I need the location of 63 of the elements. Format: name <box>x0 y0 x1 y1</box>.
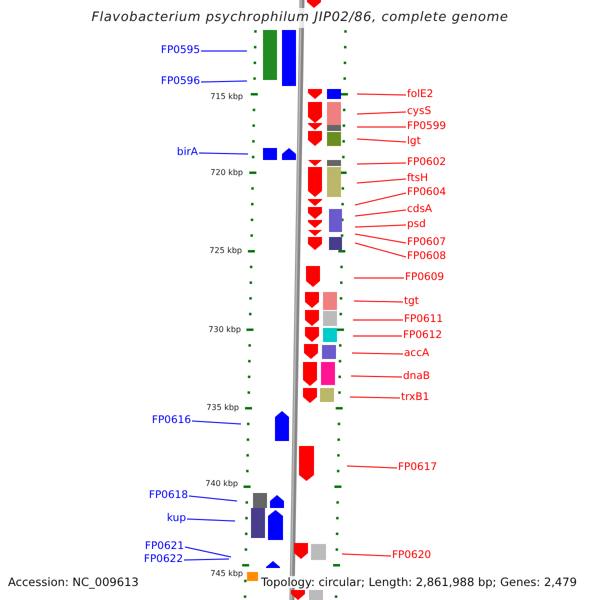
gene-label: birA <box>176 146 198 158</box>
leader-line <box>356 94 406 96</box>
leader-line <box>346 466 398 468</box>
scale-label: 720 kbp <box>210 168 243 177</box>
leader-line <box>342 554 392 556</box>
gene-label: FP0622 <box>144 553 183 565</box>
leader-line <box>200 80 248 82</box>
gene-label: FP0618 <box>148 489 188 501</box>
leader-line <box>186 518 236 522</box>
leader-line <box>350 396 400 398</box>
leader-line <box>188 496 238 502</box>
gene-label: FP0609 <box>405 271 444 283</box>
gene-label: FP0596 <box>160 75 200 87</box>
scale-label: 740 kbp <box>205 479 238 488</box>
leader-line <box>354 242 406 258</box>
scale-label: 715 kbp <box>210 92 243 101</box>
gene-label: FP0616 <box>152 414 191 426</box>
leader-line <box>354 192 406 206</box>
gene-label: kup <box>166 512 186 524</box>
gene-label: FP0620 <box>392 549 432 561</box>
leader-line <box>354 224 406 228</box>
gene-label: accA <box>404 347 430 359</box>
scale-label: 725 kbp <box>209 246 242 255</box>
leader-line <box>352 352 404 354</box>
gene-label: cdsA <box>407 203 432 215</box>
gene-label: FP0602 <box>407 156 446 168</box>
gene-label: FP0599 <box>407 120 446 132</box>
gene-label: cysS <box>407 105 432 117</box>
gene-label: dnaB <box>403 370 430 382</box>
gene-label: trxB1 <box>401 391 430 403</box>
gene-label: FP0617 <box>398 461 438 473</box>
scale-label: 735 kbp <box>206 403 239 412</box>
map-title: Flavobacterium psychrophilum JIP02/86, complete genome <box>90 10 510 25</box>
leader-line <box>354 234 406 244</box>
gene-label: lgt <box>407 135 421 147</box>
gene-label: ftsH <box>407 172 428 184</box>
gene-label: FP0604 <box>407 186 446 198</box>
leader-line <box>354 300 404 302</box>
leader-line <box>356 178 406 184</box>
genome-summary-note: Topology: circular; Length: 2,861,988 bp; Genes: 2,479 <box>261 576 577 588</box>
gene-label: folE2 <box>407 88 434 100</box>
leader-line <box>350 376 402 378</box>
leader-line <box>184 546 232 558</box>
gene-label: FP0611 <box>404 313 444 325</box>
accession-note: Accession: NC_009613 <box>8 576 139 588</box>
gene-label: FP0612 <box>403 329 442 341</box>
scale-label: 745 kbp <box>210 569 243 578</box>
gene-label: FP0607 <box>407 236 446 248</box>
leader-line <box>356 126 406 128</box>
gene-label: psd <box>407 218 426 230</box>
gene-label: tgt <box>404 295 419 307</box>
leader-line <box>354 210 406 216</box>
leader-line <box>356 112 406 114</box>
scale-label: 730 kbp <box>208 325 241 334</box>
leader-line <box>184 558 230 560</box>
leader-line <box>192 420 242 424</box>
leader-line <box>198 152 248 154</box>
gene-label: FP0595 <box>160 44 200 56</box>
gene-label: FP0621 <box>144 540 184 552</box>
leader-line <box>356 162 406 164</box>
leader-line <box>356 138 406 142</box>
gene-label: FP0608 <box>407 250 446 262</box>
leader-line <box>200 50 248 52</box>
